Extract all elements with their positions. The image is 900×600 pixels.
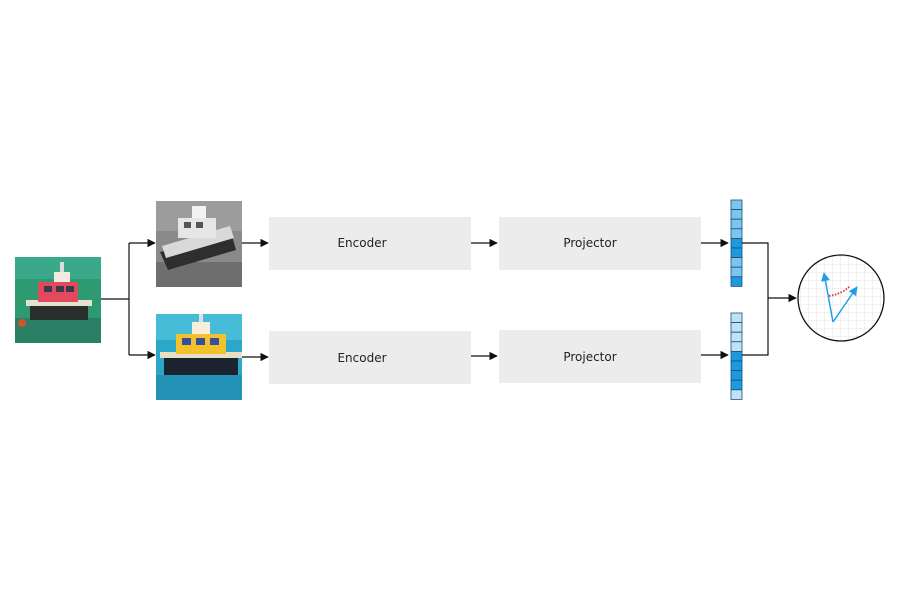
merge-connector [742,242,797,356]
embedding-cell [730,266,743,278]
branch-2: Encoder Projector [242,312,743,400]
embedding-cell [730,257,743,268]
embedding-cell [730,218,743,230]
encoder-label: Encoder [337,351,386,365]
embedding-vector [730,199,743,287]
projector-block [499,330,701,383]
vector-b [832,286,858,323]
embedding-cell [730,209,743,220]
embedding-cell [730,228,743,239]
cosine-similarity-icon [797,254,885,342]
embedding-cell [730,360,743,372]
embedding-cell [730,322,743,333]
encoder-block [269,217,471,270]
projector-label: Projector [563,350,616,364]
projector-block [499,217,701,270]
embedding-cell [730,199,743,211]
embedding-cell [730,389,743,400]
angle-arc [828,285,851,297]
embedding-cell [730,312,743,324]
projector-label: Projector [563,236,616,250]
vector-a [821,272,834,323]
embedding-cell [730,331,743,343]
augmented-image-grayscale [156,201,242,287]
input-image [15,257,101,343]
embedding-cell [730,247,743,259]
embedding-cell [730,276,743,287]
embedding-cell [730,350,743,362]
embedding-cell [730,341,743,352]
embedding-cell [730,379,743,391]
embedding-cell [730,237,743,249]
embedding-vector [730,312,743,400]
split-connector [101,238,156,360]
embedding-cell [730,370,743,381]
encoder-block [269,331,471,384]
branch-1: Encoder Projector [242,199,743,287]
encoder-label: Encoder [337,236,386,250]
augmented-image-color-jitter [156,314,242,400]
